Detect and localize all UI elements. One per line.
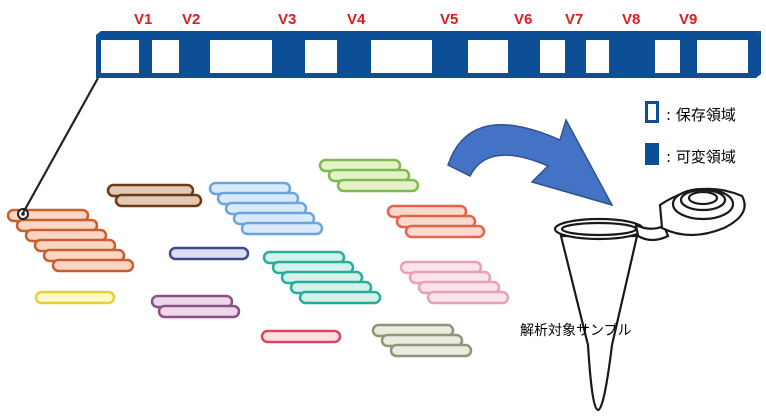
arrow-shape xyxy=(447,118,614,207)
fragment-cluster xyxy=(386,204,486,239)
fragment-cluster xyxy=(260,329,342,344)
region-label-v4: V4 xyxy=(347,11,366,28)
region-label-v2: V2 xyxy=(182,11,201,28)
connector-line xyxy=(22,77,99,214)
tube-rim-inner xyxy=(560,221,638,237)
fragment-cluster xyxy=(318,158,420,193)
gene-fragment xyxy=(240,221,324,236)
region-label-v9: V9 xyxy=(679,11,698,28)
tube-hinge xyxy=(634,223,670,242)
gene-fragment xyxy=(404,224,486,239)
fragment-cluster xyxy=(6,208,135,273)
conserved-segment xyxy=(101,40,139,73)
gene-fragment xyxy=(157,304,241,319)
gene-fragment xyxy=(34,290,116,305)
conserved-segment xyxy=(586,40,609,73)
gene-fragment xyxy=(426,290,510,305)
tube-caption: 解析対象サンプル xyxy=(520,323,632,339)
gene-fragment xyxy=(114,193,203,208)
conserved-segment xyxy=(371,40,432,73)
fragment-cluster xyxy=(208,181,324,236)
fragment-cluster xyxy=(106,183,203,208)
conserved-segment xyxy=(152,40,179,73)
gene-fragment xyxy=(298,290,382,305)
conserved-segment xyxy=(468,40,508,73)
region-label-v8: V8 xyxy=(622,11,641,28)
fragment-cluster xyxy=(262,250,382,305)
region-label-v3: V3 xyxy=(278,11,297,28)
region-label-v1: V1 xyxy=(134,11,153,28)
conserved-segment xyxy=(540,40,565,73)
conserved-segment xyxy=(697,40,748,73)
fragment-cluster xyxy=(168,246,250,261)
gene-bar-top xyxy=(96,31,761,35)
gene-fragments xyxy=(6,158,510,358)
fragment-cluster xyxy=(150,294,241,319)
conserved-segment xyxy=(305,40,337,73)
tube-lid-cap xyxy=(687,190,719,206)
curved-arrow xyxy=(447,118,614,207)
gene-bar-side xyxy=(756,31,761,78)
gene-fragment xyxy=(336,178,420,193)
sample-tube xyxy=(553,187,746,412)
variable-region-swatch xyxy=(645,143,659,165)
region-label-v7: V7 xyxy=(565,11,584,28)
variable-region-label: : 可変領域 xyxy=(666,148,736,166)
tube-body xyxy=(559,234,639,412)
fragment-cluster xyxy=(371,323,473,358)
gene-fragment xyxy=(260,329,342,344)
fragment-cluster xyxy=(399,260,510,305)
gene-fragment xyxy=(168,246,250,261)
region-label-v5: V5 xyxy=(440,11,459,28)
conserved-segment xyxy=(655,40,680,73)
conserved-region-label: : 保存領域 xyxy=(666,106,736,124)
conserved-segment xyxy=(210,40,272,73)
gene-bar xyxy=(22,31,761,214)
region-label-v6: V6 xyxy=(514,11,533,28)
fragment-cluster xyxy=(34,290,116,305)
gene-fragment xyxy=(51,258,135,273)
gene-fragment xyxy=(389,343,473,358)
conserved-region-swatch xyxy=(645,101,659,123)
